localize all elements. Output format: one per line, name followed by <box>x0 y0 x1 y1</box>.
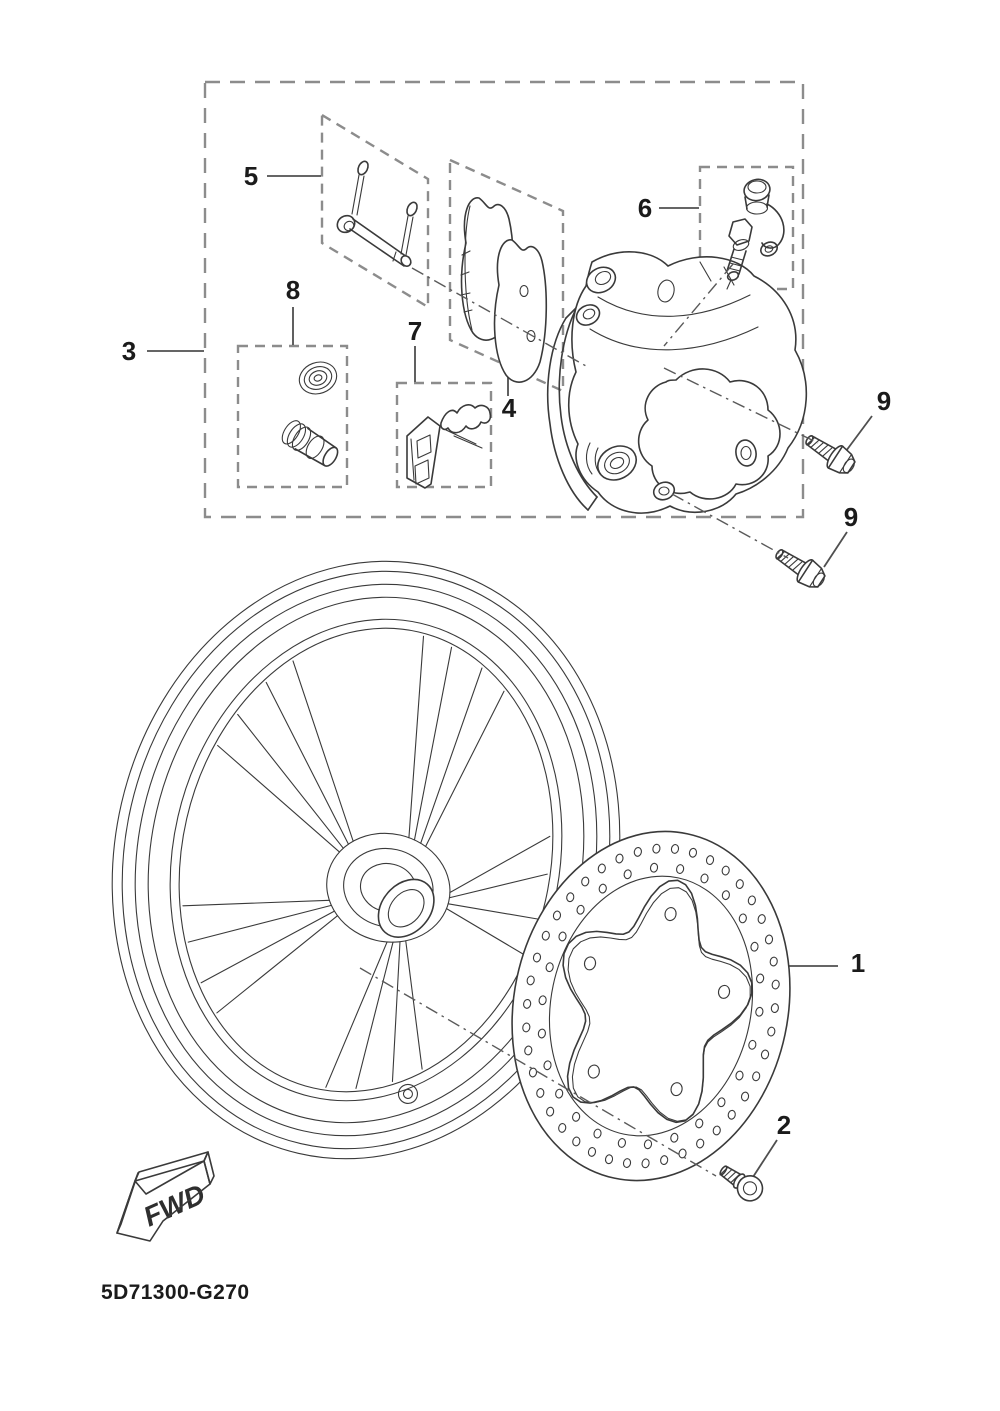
callout-3[interactable]: 3 <box>121 336 137 366</box>
bleed-screw-kit <box>726 178 785 290</box>
bushing-box-8 <box>236 344 349 489</box>
callout-9b[interactable]: 9 <box>843 502 859 532</box>
brake-disc <box>511 830 791 1182</box>
leader-lines <box>147 175 873 1178</box>
callout-1[interactable]: 1 <box>850 948 866 978</box>
callout-8[interactable]: 8 <box>285 275 301 305</box>
callout-7[interactable]: 7 <box>407 316 423 346</box>
pad-spring-box-7 <box>395 381 493 489</box>
caliper-bolt-9b <box>775 549 826 588</box>
caliper-kit-box-3 <box>203 80 805 519</box>
pad-spring-kit <box>406 404 492 489</box>
diagram-code: 5D71300-G270 <box>101 1281 250 1304</box>
pad-pin-box-5 <box>320 112 430 310</box>
fwd-arrow <box>116 1151 215 1242</box>
assembly-axes <box>359 263 819 1177</box>
caliper-bolt-9a <box>805 435 856 474</box>
bushing-kit <box>281 361 339 467</box>
callout-5[interactable]: 5 <box>243 161 259 191</box>
callout-4[interactable]: 4 <box>501 393 517 423</box>
pad-pin-kit <box>336 160 418 267</box>
brake-pads <box>460 197 548 383</box>
callout-2[interactable]: 2 <box>776 1110 792 1140</box>
fwd-label: FWD <box>139 1178 210 1232</box>
callout-6[interactable]: 6 <box>637 193 653 223</box>
bushing-lower <box>281 420 339 467</box>
callout-9a[interactable]: 9 <box>876 386 892 416</box>
disc-bolt-2 <box>719 1165 764 1202</box>
brake-caliper <box>546 251 808 514</box>
